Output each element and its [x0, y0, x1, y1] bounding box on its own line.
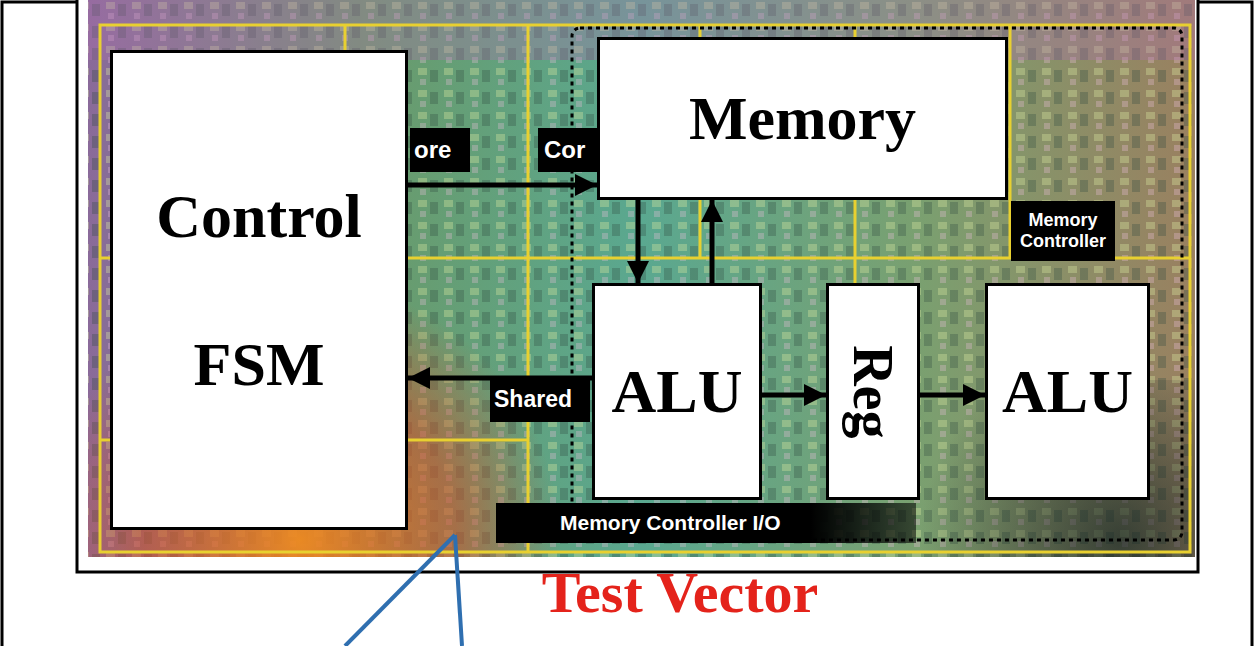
register-box: Reg — [826, 283, 920, 500]
node-text: ALU — [1002, 357, 1133, 425]
node-text: ALU — [612, 357, 743, 425]
memory-box: Memory — [597, 37, 1008, 200]
dashed-region — [572, 28, 1182, 540]
node-text: Control — [156, 182, 362, 250]
test-vector-label: Test Vector — [470, 560, 890, 626]
die-label: Memory Controller — [1011, 201, 1115, 261]
arrow-connector — [710, 200, 715, 283]
die-texture — [88, 0, 1195, 557]
die-label: Cor — [538, 128, 597, 172]
arrow-connector — [920, 393, 985, 398]
alu-box: ALU — [592, 283, 762, 500]
die-label: Shared — [490, 376, 590, 422]
die-label: ore — [410, 128, 470, 172]
node-text: FSM — [194, 330, 325, 398]
node-text: Memory — [689, 84, 916, 152]
alu-box: ALU — [985, 283, 1150, 500]
arrow-connector — [408, 183, 597, 188]
die-grid — [100, 25, 1190, 552]
callout-lines — [345, 535, 462, 646]
die-photo — [88, 0, 1195, 557]
die-label: Memory Controller I/O — [496, 503, 916, 543]
control-box: ControlFSM — [110, 50, 408, 530]
node-text: Reg — [842, 345, 904, 438]
arrow-connector — [762, 393, 826, 398]
arrow-connector — [636, 200, 641, 283]
